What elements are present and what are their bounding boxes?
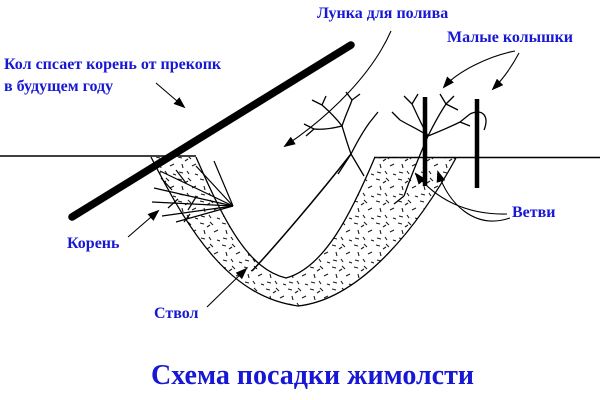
stake-line — [68, 41, 355, 221]
watering-hole-arrow — [283, 30, 392, 148]
stake-note-label: Кол спсает корень от прекопк в будущем г… — [4, 54, 221, 98]
branches-label: Ветви — [512, 204, 556, 221]
pegs-arrow-right — [491, 52, 520, 91]
small-pegs-label: Малые колышки — [447, 29, 574, 46]
annotation-arrows — [127, 30, 520, 308]
pegs-arrow-left — [442, 50, 516, 89]
root-drawing — [151, 160, 234, 223]
branches-arrow-right — [436, 170, 511, 222]
watering-hole-label: Лунка для полива — [317, 5, 449, 22]
branches-arrow-left — [414, 172, 508, 215]
root-label: Корень — [67, 235, 120, 252]
small-pegs — [422, 97, 480, 188]
root-arrow — [127, 209, 160, 238]
stake-note-line2: в будущем году — [4, 78, 114, 95]
trunk-line — [251, 153, 352, 272]
ground-line — [0, 155, 600, 159]
branches-drawing — [303, 91, 487, 205]
trunk-label: Ствол — [154, 305, 199, 322]
trunk-arrow — [206, 267, 248, 308]
diagram-title: Схема посадки жимолсти — [151, 360, 474, 391]
planting-trench — [150, 156, 457, 307]
stake-note-line1: Кол спсает корень от прекопк — [4, 56, 222, 73]
stake-note-arrow — [155, 82, 186, 109]
